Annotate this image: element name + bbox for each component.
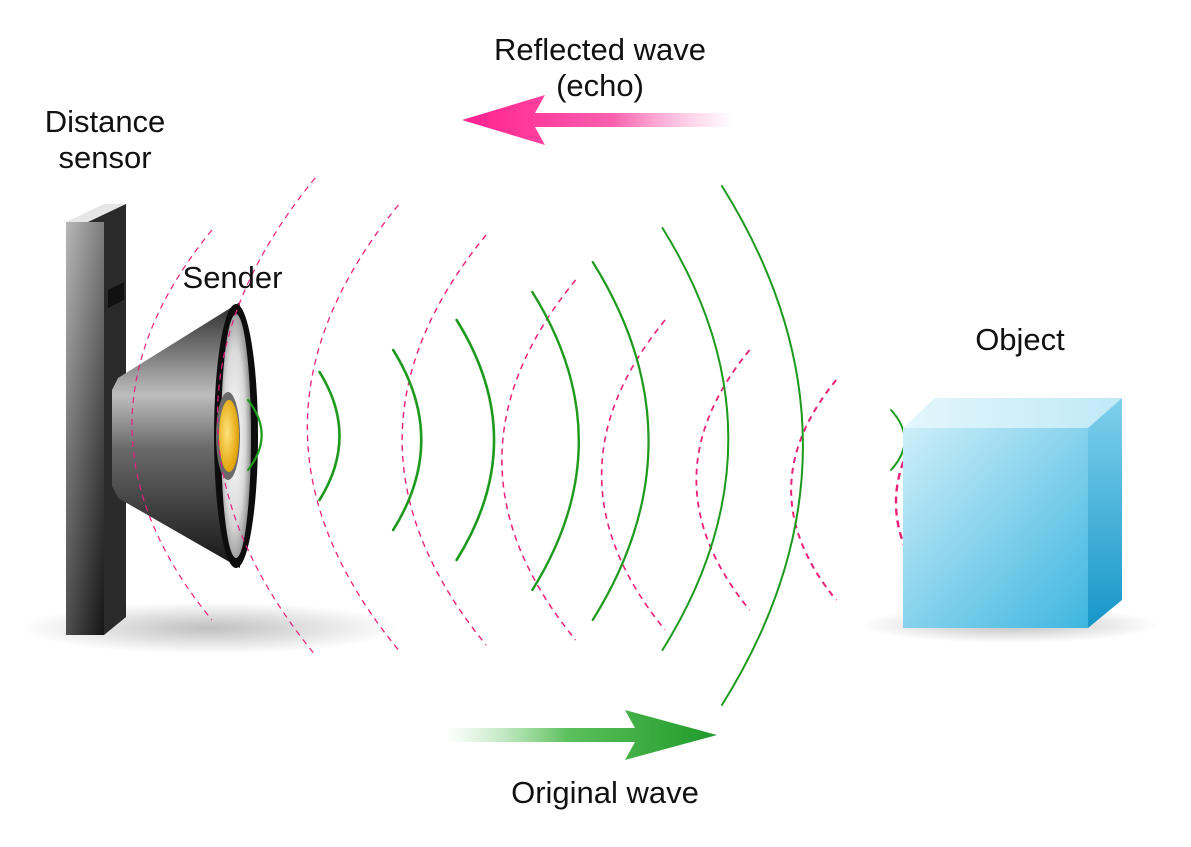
- original-wave-arc: [661, 227, 730, 651]
- original-waves: [246, 185, 906, 706]
- original-wave-arc: [318, 370, 341, 502]
- reflected-wave-label-line2: (echo): [556, 68, 644, 103]
- original-wave-arc: [591, 260, 650, 622]
- original-wave-arc: [391, 348, 423, 532]
- reflected-wave-arc: [131, 229, 213, 621]
- distance-sensor-label-line1: Distance: [44, 104, 166, 139]
- reflected-wave-arc: [306, 204, 399, 651]
- original-wave-arc: [455, 318, 496, 562]
- sender-label: Sender: [182, 260, 283, 295]
- sender-speaker: [112, 302, 258, 568]
- reflected-wave-label: Reflected wave (echo): [460, 32, 740, 104]
- original-wave-arc: [531, 290, 580, 592]
- distance-sensor-label: Distance sensor: [20, 104, 190, 176]
- original-arrow: [445, 710, 717, 760]
- reflected-wave-arc: [501, 279, 577, 641]
- reflected-arrow: [462, 95, 735, 145]
- object-cube: [903, 398, 1122, 628]
- distance-sensor-label-line2: sensor: [58, 140, 152, 175]
- distance-sensor: [66, 204, 126, 635]
- sensor-slot: [108, 282, 124, 308]
- original-wave-arc: [720, 185, 804, 706]
- original-wave-arc: [890, 409, 906, 471]
- reflected-wave-arc: [216, 177, 316, 656]
- sender-core: [219, 400, 239, 472]
- reflected-wave-arc: [600, 319, 666, 631]
- reflected-wave-arc: [790, 379, 837, 601]
- object-label: Object: [975, 322, 1065, 357]
- reflected-wave-arc: [401, 234, 487, 646]
- reflected-wave-label-line1: Reflected wave: [494, 32, 706, 67]
- original-wave-arc: [246, 398, 263, 472]
- reflected-wave-arc: [695, 349, 751, 611]
- original-wave-label: Original wave: [511, 775, 699, 810]
